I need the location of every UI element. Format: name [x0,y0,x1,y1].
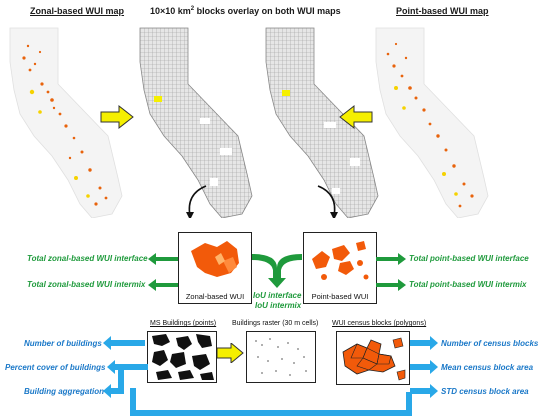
zonal-box-caption: Zonal-based WUI [185,292,245,301]
ms-buildings-box [147,331,217,383]
green-arrows-right [376,253,406,291]
buildings-raster-box [246,331,316,383]
buildings-raster-title: Buildings raster (30 m cells) [232,320,319,327]
point-map-title: Point-based WUI map [396,6,489,16]
zonal-interface-label: Total zonal-based WUI interface [27,254,148,263]
zonal-wui-map [9,27,123,218]
blocks-grid-map-zonal [139,27,253,218]
aggregation-label: Building aggregation [24,387,104,396]
green-arrows-left [148,253,178,291]
std-area-label: STD census block area [441,387,529,396]
yellow-arrow-right [100,104,134,130]
yellow-arrow-small [217,343,244,363]
census-blocks-title: WUI census blocks (polygons) [332,320,427,327]
iou-interface-label: IoU interface [253,291,302,300]
iou-merge-arrow [252,254,302,288]
iou-intermix-label: IoU intermix [255,301,302,310]
percent-cover-label: Percent cover of buildings [5,363,106,372]
point-wui-box: Point-based WUI [303,232,377,304]
point-box-caption: Point-based WUI [311,292,369,301]
blocks-grid-map-point [265,27,379,218]
blocks-overlay-title: 10×10 km2 blocks overlay on both WUI map… [150,6,341,16]
ms-buildings-title: MS Buildings (points) [150,320,217,327]
zonal-map-title: Zonal-based WUI map [30,6,125,16]
num-census-label: Number of census blocks [441,339,539,348]
mean-area-label: Mean census block area [441,363,534,372]
yellow-arrow-left [339,104,373,130]
point-wui-map [375,27,489,218]
census-blocks-box [336,331,410,385]
point-interface-label: Total point-based WUI interface [409,254,529,263]
blue-arrows [103,336,438,416]
zonal-intermix-label: Total zonal-based WUI intermix [27,280,146,289]
num-buildings-label: Number of buildings [24,339,102,348]
california-maps [9,27,489,218]
zonal-wui-box: Zonal-based WUI [178,232,252,304]
point-intermix-label: Total point-based WUI intermix [409,280,527,289]
